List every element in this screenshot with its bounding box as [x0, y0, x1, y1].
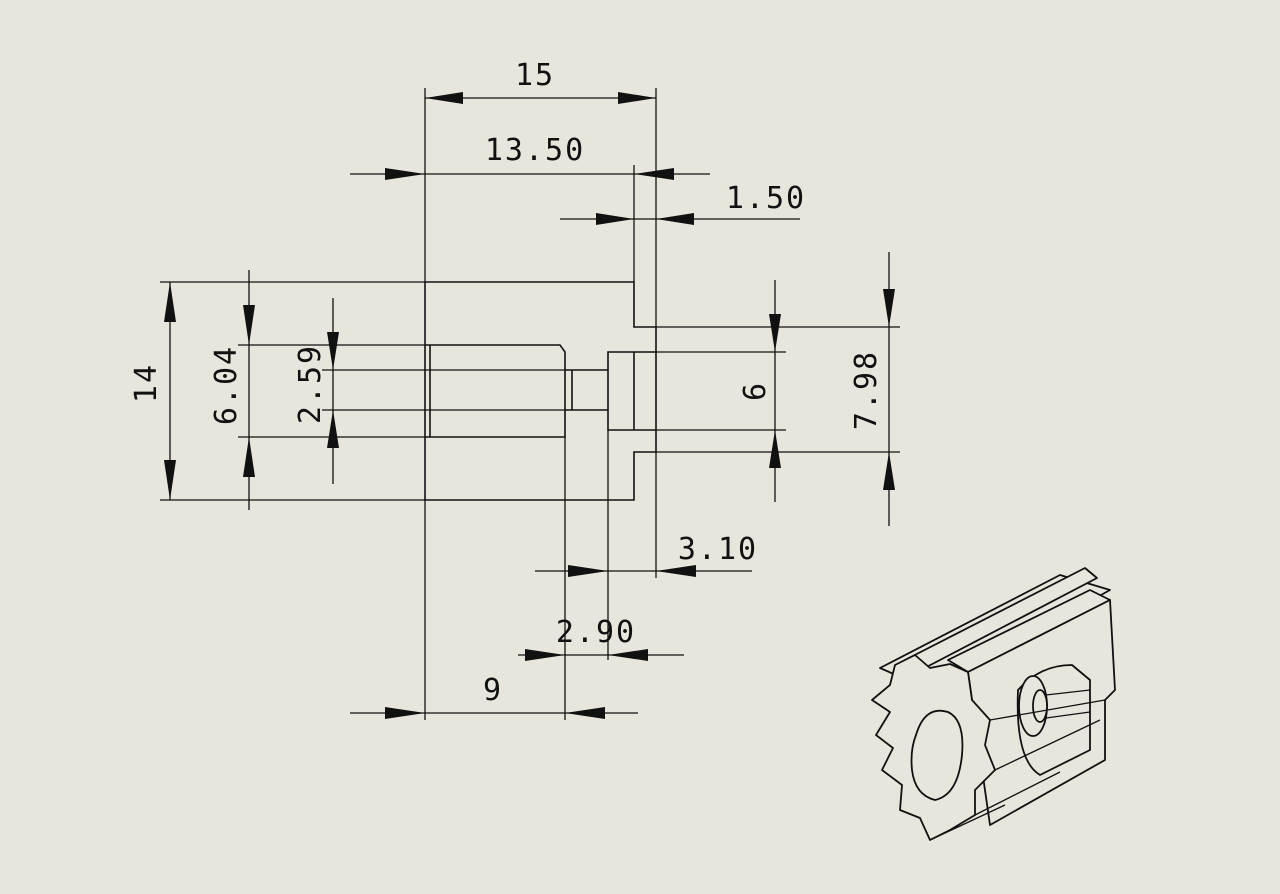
- dim-shoulder-diameter-label: 6: [738, 381, 773, 401]
- dimension-overall-length: 15: [424, 58, 657, 327]
- dimension-bore-depth: 9: [350, 500, 638, 720]
- dim-flange-thickness-label: 1.50: [726, 181, 806, 216]
- gear-pinion-isometric-icon: [871, 567, 1116, 841]
- dimension-neck-length: 2.90: [518, 437, 684, 720]
- dim-neck-length-label: 2.90: [556, 615, 636, 650]
- dim-outer-height-label: 14: [129, 363, 164, 403]
- dim-counterbore-depth-label: 3.10: [678, 532, 758, 567]
- dimension-outer-height: 14: [129, 281, 425, 501]
- dim-bore-depth-label: 9: [483, 673, 503, 708]
- dimension-bore-diameter: 6.04: [209, 270, 425, 510]
- dim-body-length-label: 13.50: [485, 133, 585, 168]
- dim-flange-diameter-label: 7.98: [849, 350, 884, 430]
- dim-overall-length-label: 15: [515, 58, 555, 93]
- dimension-hole-diameter: 2.59: [293, 298, 565, 484]
- dimension-shoulder-diameter: 6: [656, 280, 786, 502]
- dimension-body-length: 13.50: [350, 133, 710, 282]
- dim-bore-diameter-label: 6.04: [209, 345, 244, 425]
- dimension-flange-diameter: 7.98: [656, 252, 900, 526]
- dimension-counterbore-depth: 3.10: [535, 430, 758, 660]
- dim-hole-diameter-label: 2.59: [293, 344, 328, 424]
- front-view: [424, 281, 657, 501]
- dimension-flange-thickness: 1.50: [560, 181, 806, 225]
